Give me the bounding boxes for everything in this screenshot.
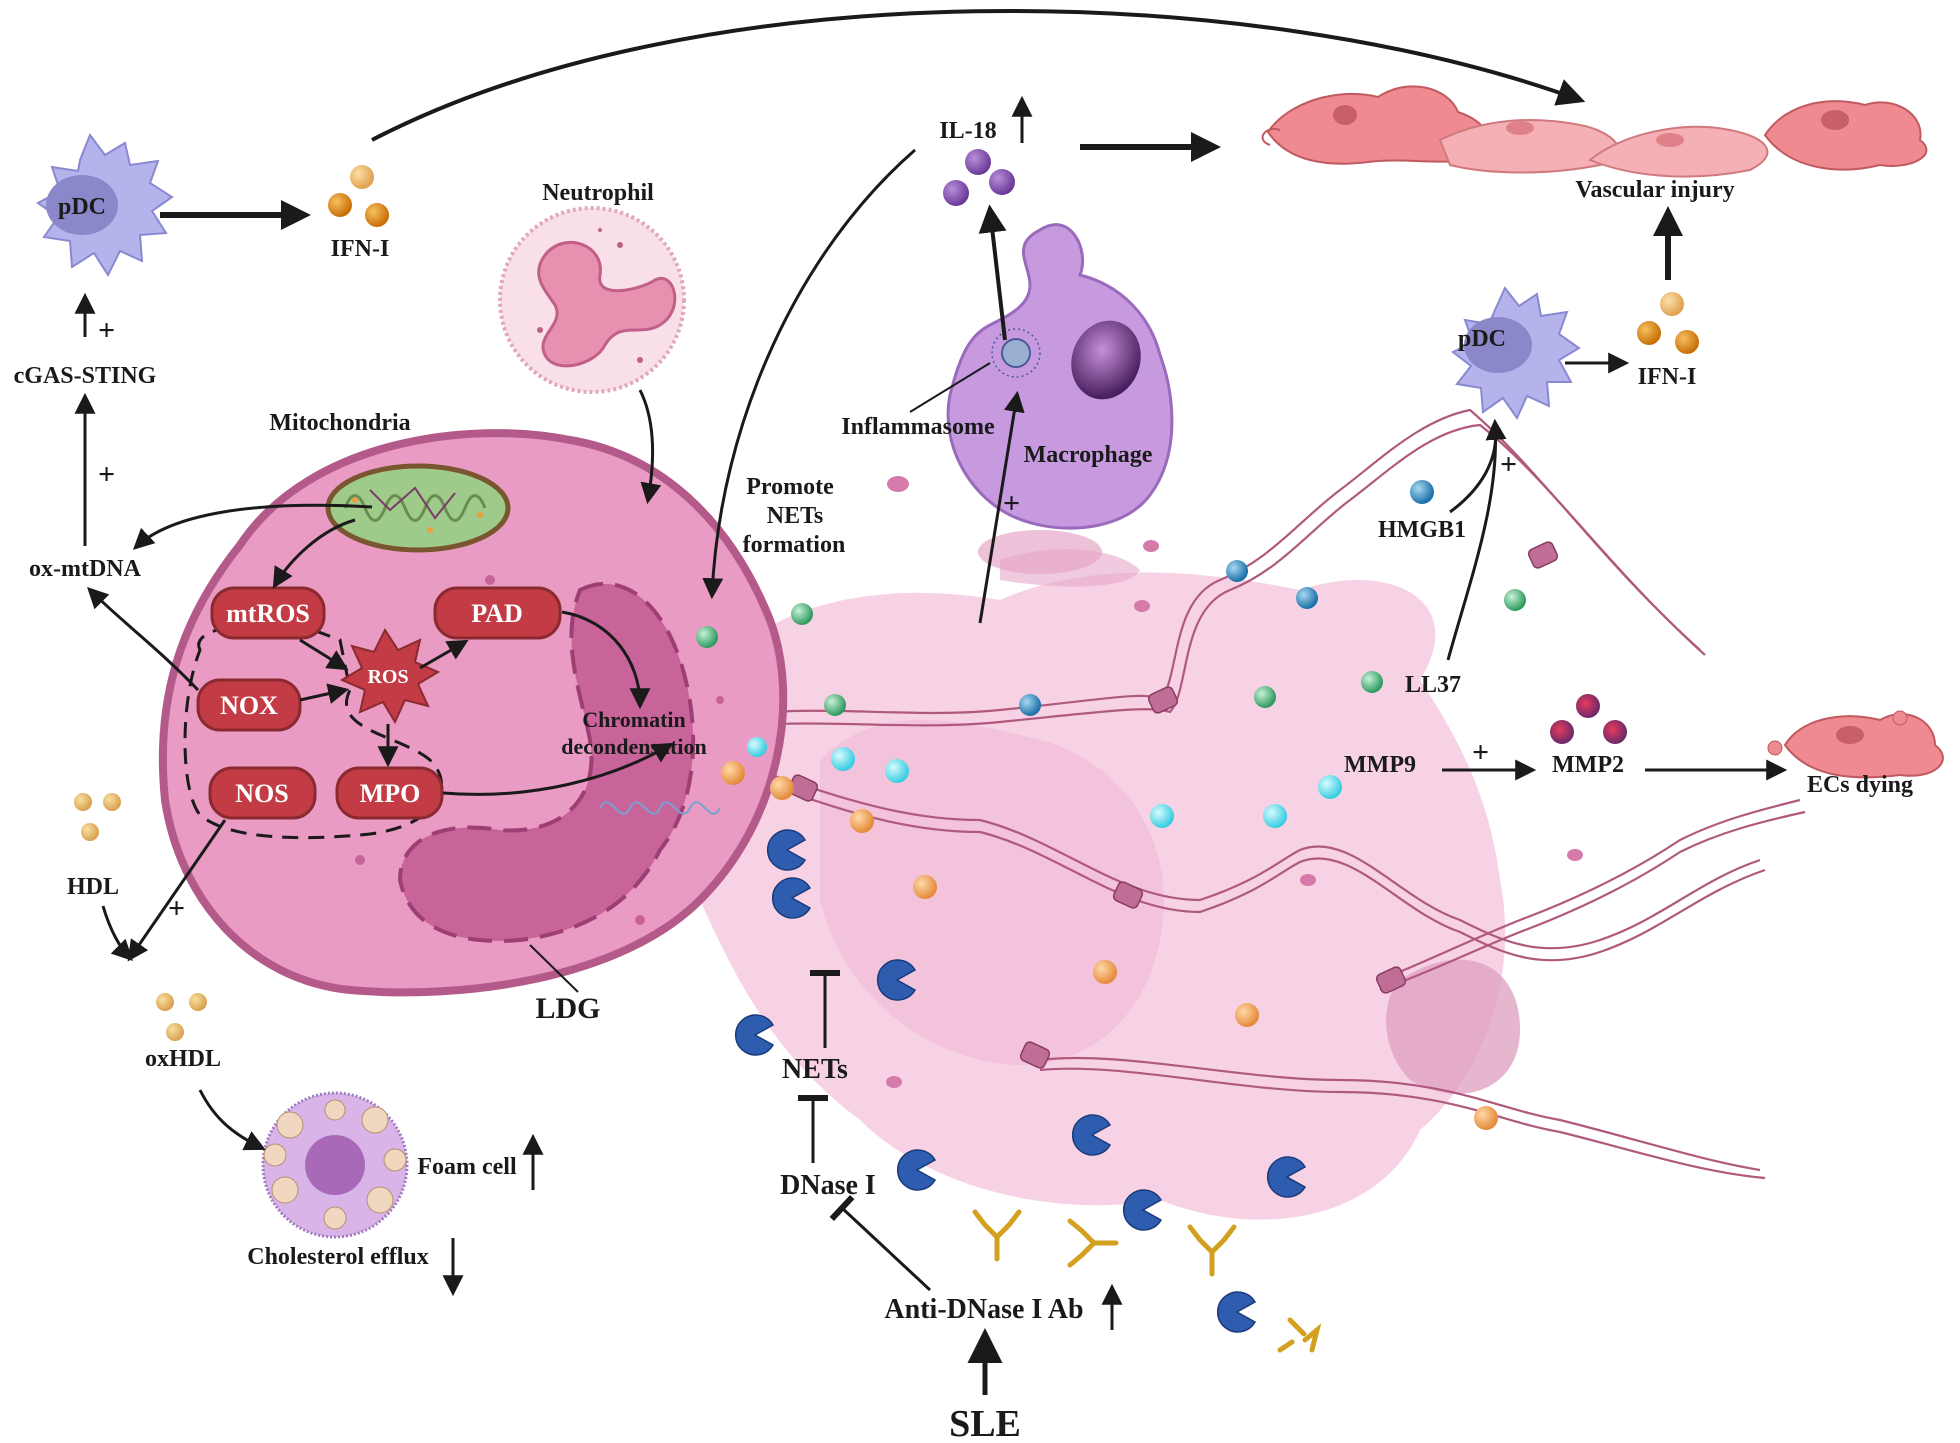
chromatin-coil — [599, 801, 721, 815]
nets-label: NETs — [782, 1054, 848, 1085]
hmgb1-label: HMGB1 — [1378, 517, 1466, 543]
ros-burst: ROS — [339, 627, 441, 725]
mtros-label: mtROS — [226, 599, 310, 628]
oxhdl-particles — [156, 993, 207, 1041]
ecs-dying-label: ECs dying — [1807, 772, 1913, 798]
dnase-label: DNase I — [780, 1170, 876, 1201]
foam-cell — [261, 1091, 409, 1239]
vessel-cells — [1261, 85, 1928, 178]
anti-dnase-label: Anti-DNase I Ab — [884, 1294, 1083, 1325]
plus-oxmtdna: + — [98, 458, 115, 491]
ldg-cell — [158, 429, 788, 997]
oxhdl-label: oxHDL — [145, 1046, 221, 1072]
ox-mtdna-label: ox-mtDNA — [29, 556, 142, 582]
neutrophil-label: Neutrophil — [542, 180, 654, 206]
mpo-box: MPO — [335, 766, 444, 820]
plus-mmp: + — [1472, 736, 1489, 769]
mmp2-particles — [1550, 694, 1627, 744]
macrophage-label: Macrophage — [1024, 442, 1153, 468]
ifn-left-label: IFN-I — [331, 236, 390, 262]
ifn-right-label: IFN-I — [1638, 364, 1697, 390]
nets-cloud — [670, 530, 1520, 1220]
cgas-label: cGAS-STING — [14, 363, 157, 389]
nucleosomes — [787, 541, 1559, 1069]
cholesterol-label: Cholesterol efflux — [247, 1244, 429, 1270]
mpo-label: MPO — [360, 779, 421, 808]
decondensation-label: decondensation — [561, 734, 706, 759]
ecs-dying-cell — [1767, 710, 1944, 779]
text-labels: IFN-I + cGAS-STING + ox-mtDNA Mitochondr… — [14, 118, 1913, 1443]
mitochondria-organelle — [325, 463, 511, 553]
foam-cell-label: Foam cell — [417, 1154, 517, 1180]
antibodies — [972, 1209, 1322, 1353]
mmp2-label: MMP2 — [1552, 752, 1624, 778]
pdc-left-cell: pDC — [36, 132, 174, 278]
ldg-label: LDG — [535, 992, 600, 1025]
hdl-particles — [74, 793, 121, 841]
arrows — [74, 8, 1788, 1395]
promote-label-3: formation — [743, 532, 846, 558]
promote-label-2: NETs — [767, 503, 823, 529]
macrophage-cell — [946, 223, 1174, 530]
pad-label: PAD — [471, 599, 523, 628]
il18-particles — [943, 149, 1015, 206]
ros-label: ROS — [367, 666, 408, 688]
mtros-box: mtROS — [210, 586, 326, 640]
promote-label-1: Promote — [746, 474, 834, 500]
nox-label: NOX — [220, 691, 278, 720]
nos-box: NOS — [208, 766, 317, 820]
pdc-left-label: pDC — [58, 194, 106, 220]
pdc-right-label: pDC — [1458, 326, 1506, 352]
neutrophil-cell — [498, 206, 686, 394]
ll37-label: LL37 — [1405, 672, 1461, 698]
granule-particles — [696, 476, 1583, 1130]
pdc-right-cell: pDC — [1451, 286, 1581, 421]
plus-macrophage: + — [1003, 487, 1020, 520]
vascular-injury-label: Vascular injury — [1575, 177, 1734, 203]
il18-label: IL-18 — [939, 118, 996, 144]
hdl-label: HDL — [67, 874, 119, 900]
ifn-left-particles — [328, 165, 389, 227]
nos-label: NOS — [235, 779, 288, 808]
plus-pdc-right: + — [1500, 448, 1517, 481]
chromatin-label: Chromatin — [582, 707, 686, 732]
nox-box: NOX — [196, 678, 302, 732]
pad-box: PAD — [433, 586, 562, 640]
inflammasome-label: Inflammasome — [841, 414, 995, 440]
ifn-right-particles — [1637, 292, 1699, 354]
dna-strands — [719, 408, 1806, 1180]
sle-label: SLE — [949, 1403, 1021, 1443]
plus-hdl: + — [168, 892, 185, 925]
mmp9-label: MMP9 — [1344, 752, 1416, 778]
plus-cgas: + — [98, 314, 115, 347]
mitochondria-label: Mitochondria — [269, 410, 410, 436]
dnase-pacmen — [735, 829, 1307, 1333]
